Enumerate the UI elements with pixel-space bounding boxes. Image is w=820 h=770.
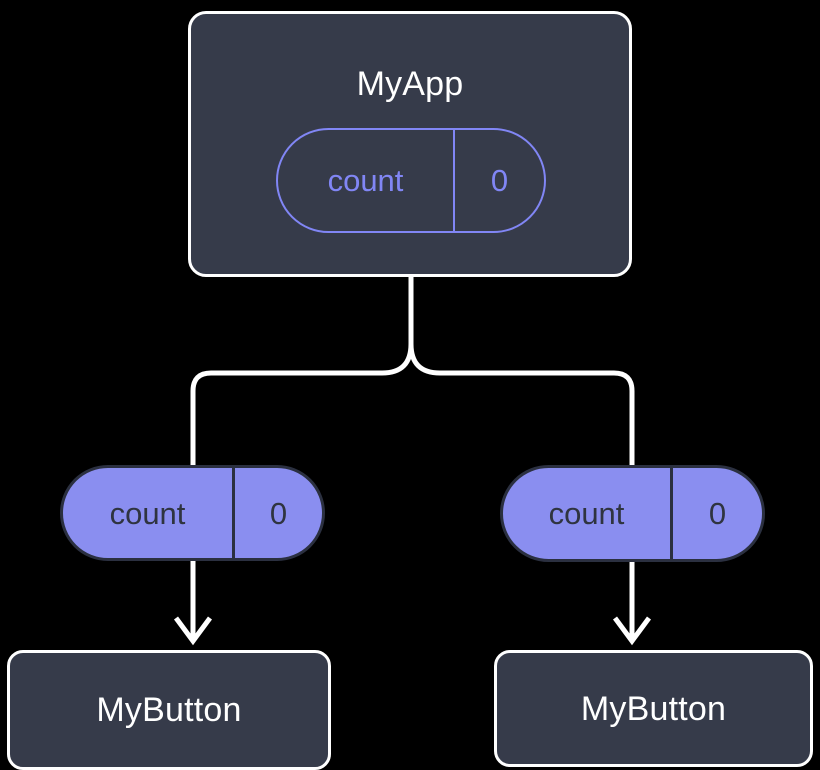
- arrowhead-left: [173, 616, 213, 646]
- state-pill-right[interactable]: count 0: [500, 465, 765, 562]
- state-pill-left-value: 0: [232, 468, 322, 558]
- state-pill-left-key: count: [109, 495, 186, 531]
- node-myapp-label: MyApp: [356, 65, 464, 103]
- state-pill-myapp-value: 0: [453, 130, 544, 231]
- state-pill-left[interactable]: count 0: [60, 465, 325, 561]
- edge-root-to-children-right: [408, 277, 635, 468]
- node-mybutton-right[interactable]: MyButton: [494, 650, 813, 767]
- state-pill-right-key: count: [548, 496, 625, 531]
- node-mybutton-left[interactable]: MyButton: [7, 650, 331, 770]
- state-pill-right-value: 0: [670, 468, 762, 559]
- state-pill-myapp-key: count: [327, 163, 404, 198]
- arrowhead-right: [612, 616, 652, 646]
- edge-root-to-children: [190, 277, 414, 468]
- state-pill-myapp[interactable]: count 0: [276, 128, 546, 233]
- node-mybutton-left-label: MyButton: [96, 691, 242, 729]
- node-mybutton-right-label: MyButton: [580, 689, 727, 728]
